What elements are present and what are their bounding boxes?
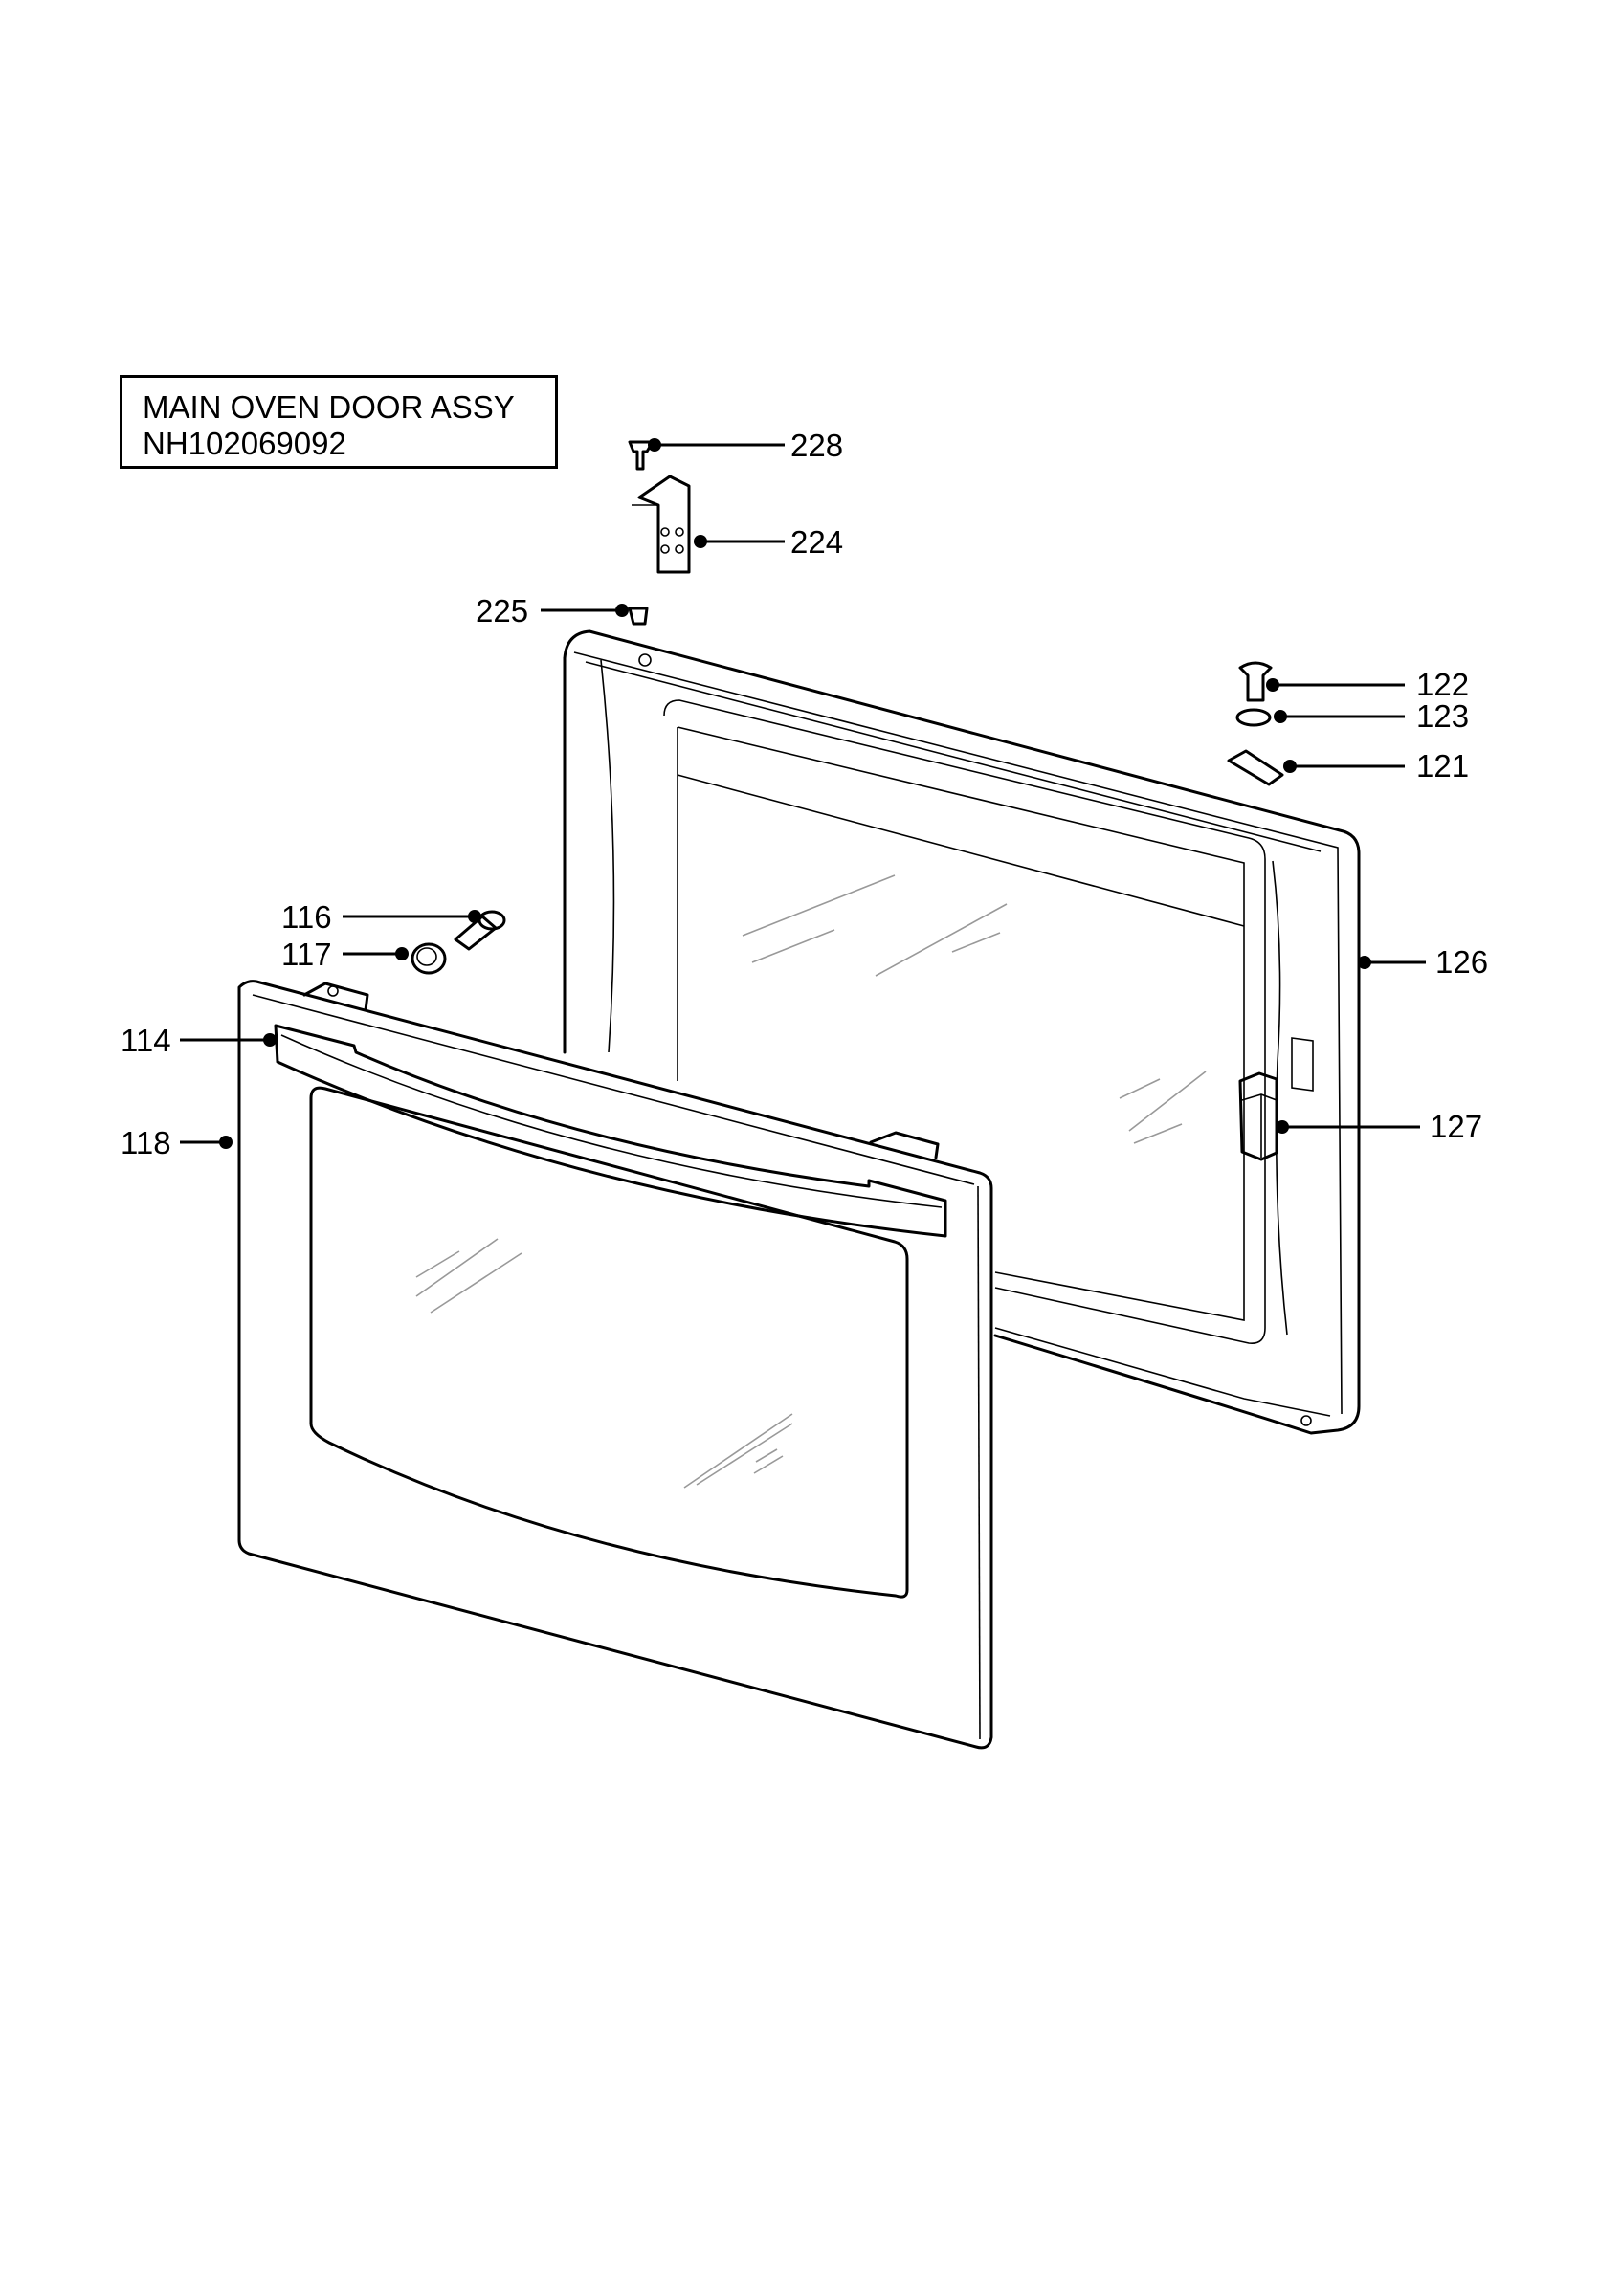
inner-door-panel <box>563 629 1361 1435</box>
callout-122: 122 <box>1266 667 1469 702</box>
callout-228: 228 <box>648 428 843 463</box>
callout-label-224: 224 <box>790 524 843 560</box>
callout-label-114: 114 <box>121 1023 171 1058</box>
clip-121 <box>1227 749 1284 786</box>
callout-label-122: 122 <box>1416 667 1469 702</box>
callout-117: 117 <box>281 937 409 972</box>
callout-116: 116 <box>281 899 481 935</box>
callout-123: 123 <box>1274 698 1469 734</box>
callout-label-228: 228 <box>790 428 843 463</box>
callout-label-123: 123 <box>1416 698 1469 734</box>
callout-225: 225 <box>476 593 629 629</box>
callout-label-118: 118 <box>121 1125 171 1160</box>
door-latch <box>1238 1071 1278 1161</box>
callout-127: 127 <box>1276 1109 1482 1144</box>
callout-224: 224 <box>694 524 843 560</box>
callout-label-121: 121 <box>1416 748 1469 784</box>
cap-117 <box>411 942 447 975</box>
washer-123 <box>1235 708 1272 727</box>
callout-126: 126 <box>1358 944 1488 980</box>
callout-114: 114 <box>121 1023 277 1058</box>
assembly-part-number: NH102069092 <box>143 426 346 461</box>
callout-label-126: 126 <box>1435 944 1488 980</box>
plug-225 <box>628 607 649 626</box>
callout-label-116: 116 <box>281 899 332 935</box>
outer-door <box>237 980 993 1750</box>
callout-label-127: 127 <box>1430 1109 1482 1144</box>
assembly-title-box: MAIN OVEN DOOR ASSY NH102069092 <box>120 375 558 469</box>
assembly-title: MAIN OVEN DOOR ASSY <box>143 389 515 425</box>
hinge-bracket <box>632 475 691 574</box>
screw-122 <box>1238 661 1273 702</box>
callout-121: 121 <box>1283 748 1469 784</box>
callout-118: 118 <box>121 1125 233 1160</box>
callout-label-225: 225 <box>476 593 528 629</box>
callout-label-117: 117 <box>281 937 332 972</box>
